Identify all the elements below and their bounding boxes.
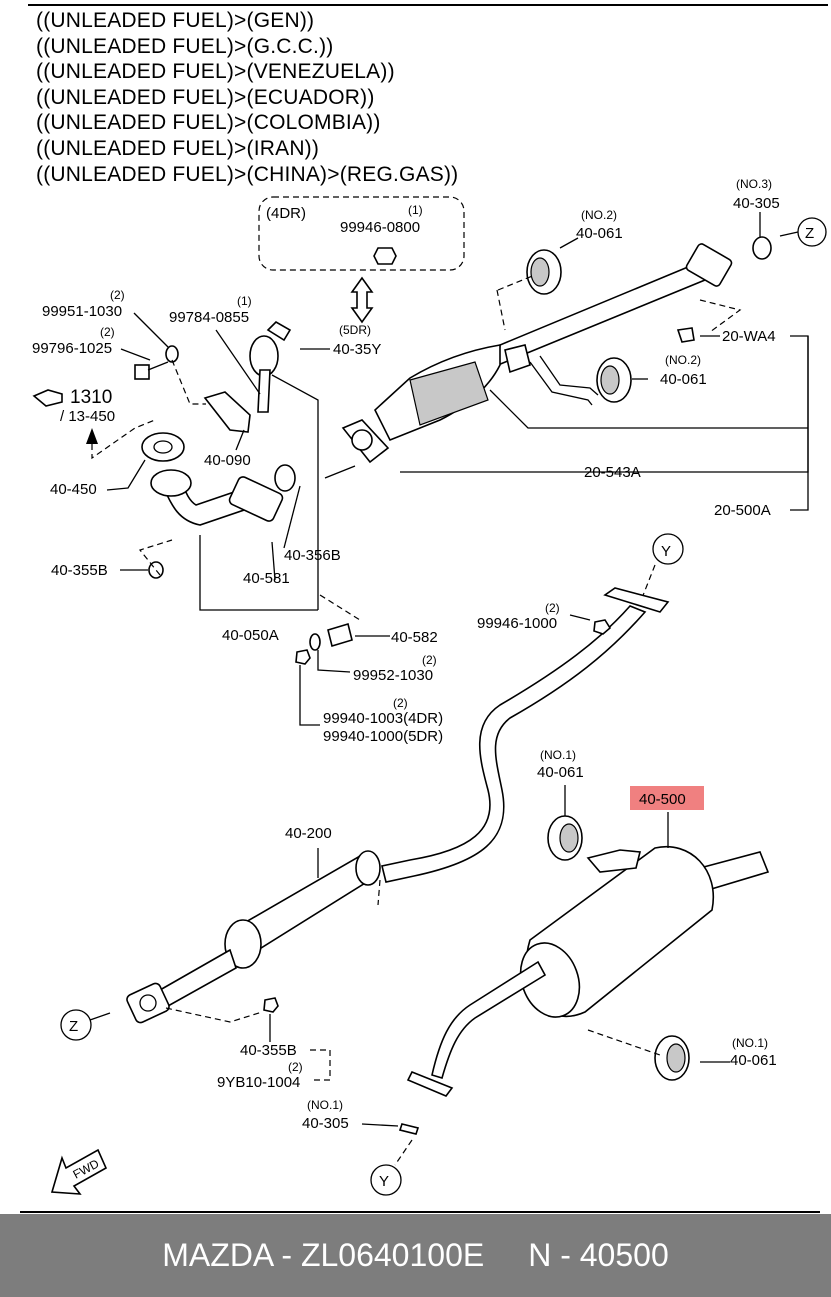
- box-4dr: [258, 196, 465, 271]
- y-circle-bottom: [370, 1164, 402, 1196]
- label-99946-1000: 99946-1000: [477, 615, 557, 632]
- label-qty: (2): [422, 653, 437, 667]
- front-pipe-40-050a: [150, 464, 296, 526]
- box-4dr-label: (4DR): [266, 205, 306, 222]
- catalytic-converter-assembly: [324, 243, 733, 479]
- gasket-no3: [752, 236, 772, 260]
- label-5dr: (5DR): [339, 323, 371, 337]
- nut-icon: [373, 247, 397, 265]
- fwd-arrow-icon: [50, 1148, 108, 1195]
- footer-bar: MAZDA - ZL0640100E N - 40500: [0, 1214, 831, 1297]
- spring-40-305: [398, 1123, 420, 1135]
- bolt-icon: [676, 327, 695, 343]
- label-99952-1030: 99952-1030: [353, 667, 433, 684]
- top-border: [28, 4, 828, 6]
- header-line: ((UNLEADED FUEL)>(VENEZUELA)): [36, 60, 395, 84]
- header-line: ((UNLEADED FUEL)>(ECUADOR)): [36, 85, 375, 109]
- label-qty: (2): [100, 325, 115, 339]
- footer-part-number: MAZDA - ZL0640100E: [162, 1237, 485, 1273]
- stud-bolt-icon: [257, 369, 271, 413]
- label-99951-1030: 99951-1030: [42, 303, 122, 320]
- bracket-icon: [203, 391, 251, 433]
- label-40-355b-b: 40-355B: [240, 1042, 297, 1059]
- label-qty: (2): [545, 601, 560, 615]
- label-40-305-b: 40-305: [302, 1115, 349, 1132]
- label-20-543a: 20-543A: [584, 464, 641, 481]
- label-no2-a: (NO.2): [581, 208, 617, 222]
- label-99784-0855: 99784-0855: [169, 309, 249, 326]
- label-no3: (NO.3): [736, 177, 772, 191]
- label-no1-a: (NO.1): [540, 748, 576, 762]
- label-40-061-b: 40-061: [660, 371, 707, 388]
- label-no1-c: (NO.1): [307, 1098, 343, 1112]
- label-40-582: 40-582: [391, 629, 438, 646]
- y-marker-bottom: Y: [379, 1173, 389, 1190]
- label-40-355b-a: 40-355B: [51, 562, 108, 579]
- z-circle-bottom: [60, 1009, 92, 1041]
- highlight-40-500: [630, 786, 704, 810]
- header-line: ((UNLEADED FUEL)>(G.C.C.)): [36, 34, 334, 58]
- label-40-050a: 40-050A: [222, 627, 279, 644]
- label-40-356b: 40-356B: [284, 547, 341, 564]
- label-40-061-c: 40-061: [537, 764, 584, 781]
- gasket-40-450: [141, 432, 185, 462]
- label-40-500: 40-500: [639, 791, 686, 808]
- label-40-061-a: 40-061: [576, 225, 623, 242]
- center-pipe-40-200: [126, 587, 670, 1024]
- label-40-200: 40-200: [285, 825, 332, 842]
- label-40-450: 40-450: [50, 481, 97, 498]
- exhaust-system-diagram: (4DR) (1) 99946-0800 Z: [32, 177, 827, 1196]
- label-qty: (1): [237, 294, 252, 308]
- nut-99940: [295, 649, 311, 665]
- label-9yb10-1004: 9YB10-1004: [217, 1074, 300, 1091]
- label-no2-b: (NO.2): [665, 353, 701, 367]
- footer-reference: N - 40500: [528, 1237, 669, 1273]
- z-marker-top: Z: [805, 225, 814, 242]
- washer-99952: [309, 633, 321, 651]
- clamp-icon: [266, 321, 292, 342]
- label-40-090: 40-090: [204, 452, 251, 469]
- label-99796-1025: 99796-1025: [32, 340, 112, 357]
- label-40-581: 40-581: [243, 570, 290, 587]
- label-no1-b: (NO.1): [732, 1036, 768, 1050]
- bolt-head-icon: [134, 364, 150, 380]
- box-4dr-qty: (1): [408, 203, 423, 217]
- z-marker-bottom: Z: [69, 1018, 78, 1035]
- label-20-500a: 20-500A: [714, 502, 771, 519]
- label-qty: (2): [288, 1060, 303, 1074]
- label-40-35y: 40-35Y: [333, 341, 381, 358]
- label-99940-1000-5dr: 99940-1000(5DR): [323, 728, 443, 745]
- nut-99946-1000: [593, 619, 612, 635]
- y-circle-top: [652, 533, 684, 565]
- box-4dr-part: 99946-0800: [340, 219, 420, 236]
- footer-divider: [20, 1211, 820, 1213]
- washer-icon: [165, 345, 179, 363]
- applicability-header: ((UNLEADED FUEL)>(GEN)) ((UNLEADED FUEL)…: [36, 8, 458, 187]
- label-qty: (2): [393, 696, 408, 710]
- main-muffler-40-500: [406, 845, 770, 1097]
- label-99940-1003-4dr: 99940-1003(4DR): [323, 710, 443, 727]
- arrow-up-icon: [86, 428, 98, 444]
- header-line: ((UNLEADED FUEL)>(IRAN)): [36, 136, 320, 160]
- y-marker-top: Y: [661, 543, 671, 560]
- header-line: ((UNLEADED FUEL)>(CHINA)>(REG.GAS)): [36, 162, 459, 186]
- reference-hand-icon: [32, 389, 63, 407]
- header-line: ((UNLEADED FUEL)>(COLOMBIA)): [36, 111, 381, 135]
- header-line: ((UNLEADED FUEL)>(GEN)): [36, 9, 315, 32]
- label-20-wa4: 20-WA4: [722, 328, 776, 345]
- label-40-305-a: 40-305: [733, 195, 780, 212]
- label-1310: 1310: [70, 387, 112, 408]
- label-qty: (2): [110, 288, 125, 302]
- label-13-450: / 13-450: [60, 408, 115, 425]
- label-40-061-d: 40-061: [730, 1052, 777, 1069]
- nut-40-355b-bottom: [263, 997, 279, 1013]
- double-arrow-icon: [350, 276, 374, 324]
- spring-40-582: [327, 622, 353, 648]
